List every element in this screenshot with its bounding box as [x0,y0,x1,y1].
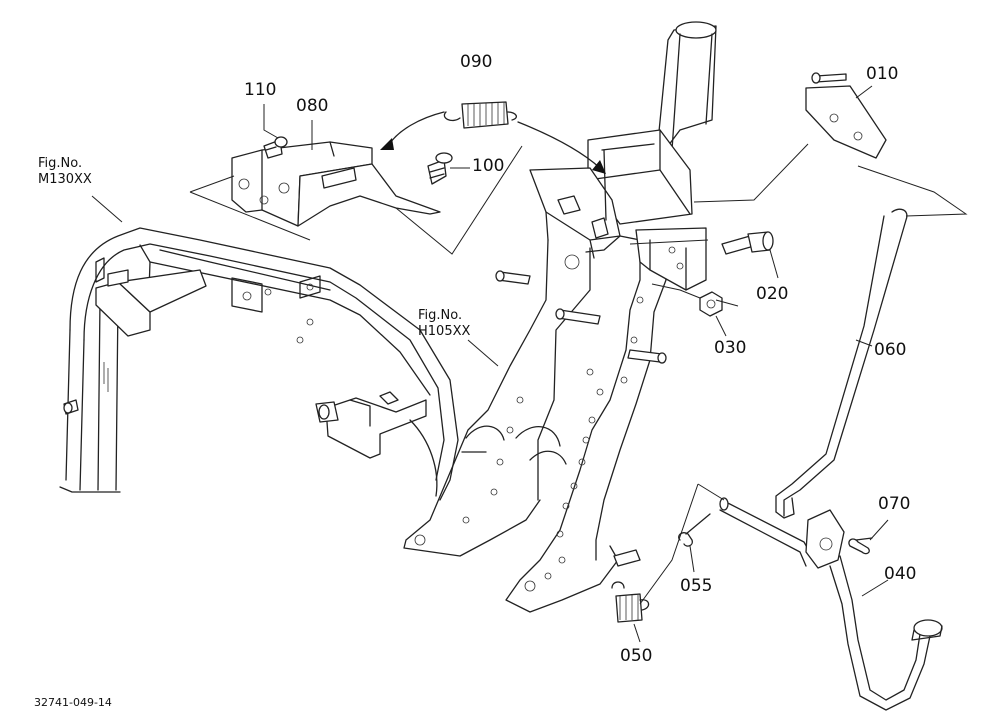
leader-lines [91,85,889,643]
part-label-040: 040 [884,564,917,584]
part-label-110: 110 [244,80,277,100]
steering-column-outline [403,21,717,613]
part-100-shape [427,152,453,185]
part-090-shape [380,101,606,174]
part-055-shape [678,513,711,547]
part-020-shape [721,231,774,255]
part-060-shape [775,208,908,519]
part-070-shape [848,537,873,555]
part-label-090: 090 [460,52,493,72]
fig-ref-m130: Fig.No. M130XX [38,156,92,188]
part-080-shape [231,141,441,227]
part-010-shape [805,72,887,159]
part-label-050: 050 [620,646,653,666]
part-050-shape [611,581,650,623]
part-label-080: 080 [296,96,329,116]
part-110-shape [263,136,288,159]
assembly-reference-lines [189,143,968,605]
fig-ref-h105-line1: Fig.No. [418,308,463,323]
fig-ref-m130-line2: M130XX [38,172,92,187]
part-030-shape [699,291,723,317]
part-label-055: 055 [680,576,713,596]
part-label-020: 020 [756,284,789,304]
part-label-100: 100 [472,156,505,176]
part-label-070: 070 [878,494,911,514]
fig-ref-h105: Fig.No. H105XX [418,308,470,340]
part-label-030: 030 [714,338,747,358]
part-040-shape [719,497,943,711]
fender-frame-outline [59,227,459,501]
fig-ref-m130-line1: Fig.No. [38,156,83,171]
fig-ref-h105-line2: H105XX [418,324,471,339]
part-label-060: 060 [874,340,907,360]
drawing-code: 32741-049-14 [34,696,112,709]
part-label-010: 010 [866,64,899,84]
